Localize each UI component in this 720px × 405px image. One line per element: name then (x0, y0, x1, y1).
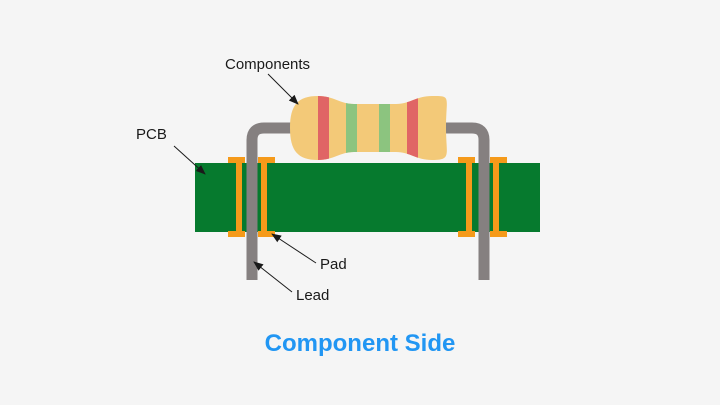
diagram-caption: Component Side (264, 330, 456, 357)
pad-arrow (271, 233, 317, 264)
pcb-arrow (173, 145, 206, 175)
band-green-1 (346, 96, 357, 160)
resistor-body (290, 96, 447, 160)
right-lead (425, 122, 490, 280)
resistor-component (290, 96, 447, 160)
left-pad-inner (258, 157, 275, 237)
left-lead (246, 122, 300, 280)
left-pad-outer (228, 157, 245, 237)
pad-label: Pad (320, 256, 347, 273)
components-arrow (267, 73, 299, 105)
components-label: Components (225, 56, 310, 73)
right-pad-outer (490, 157, 507, 237)
band-green-2 (379, 96, 390, 160)
lead-arrow (253, 261, 293, 293)
right-pad-inner (458, 157, 475, 237)
lead-label: Lead (296, 287, 329, 304)
band-red-left (318, 96, 329, 160)
band-red-right (407, 96, 418, 160)
pcb-label: PCB (136, 126, 167, 143)
